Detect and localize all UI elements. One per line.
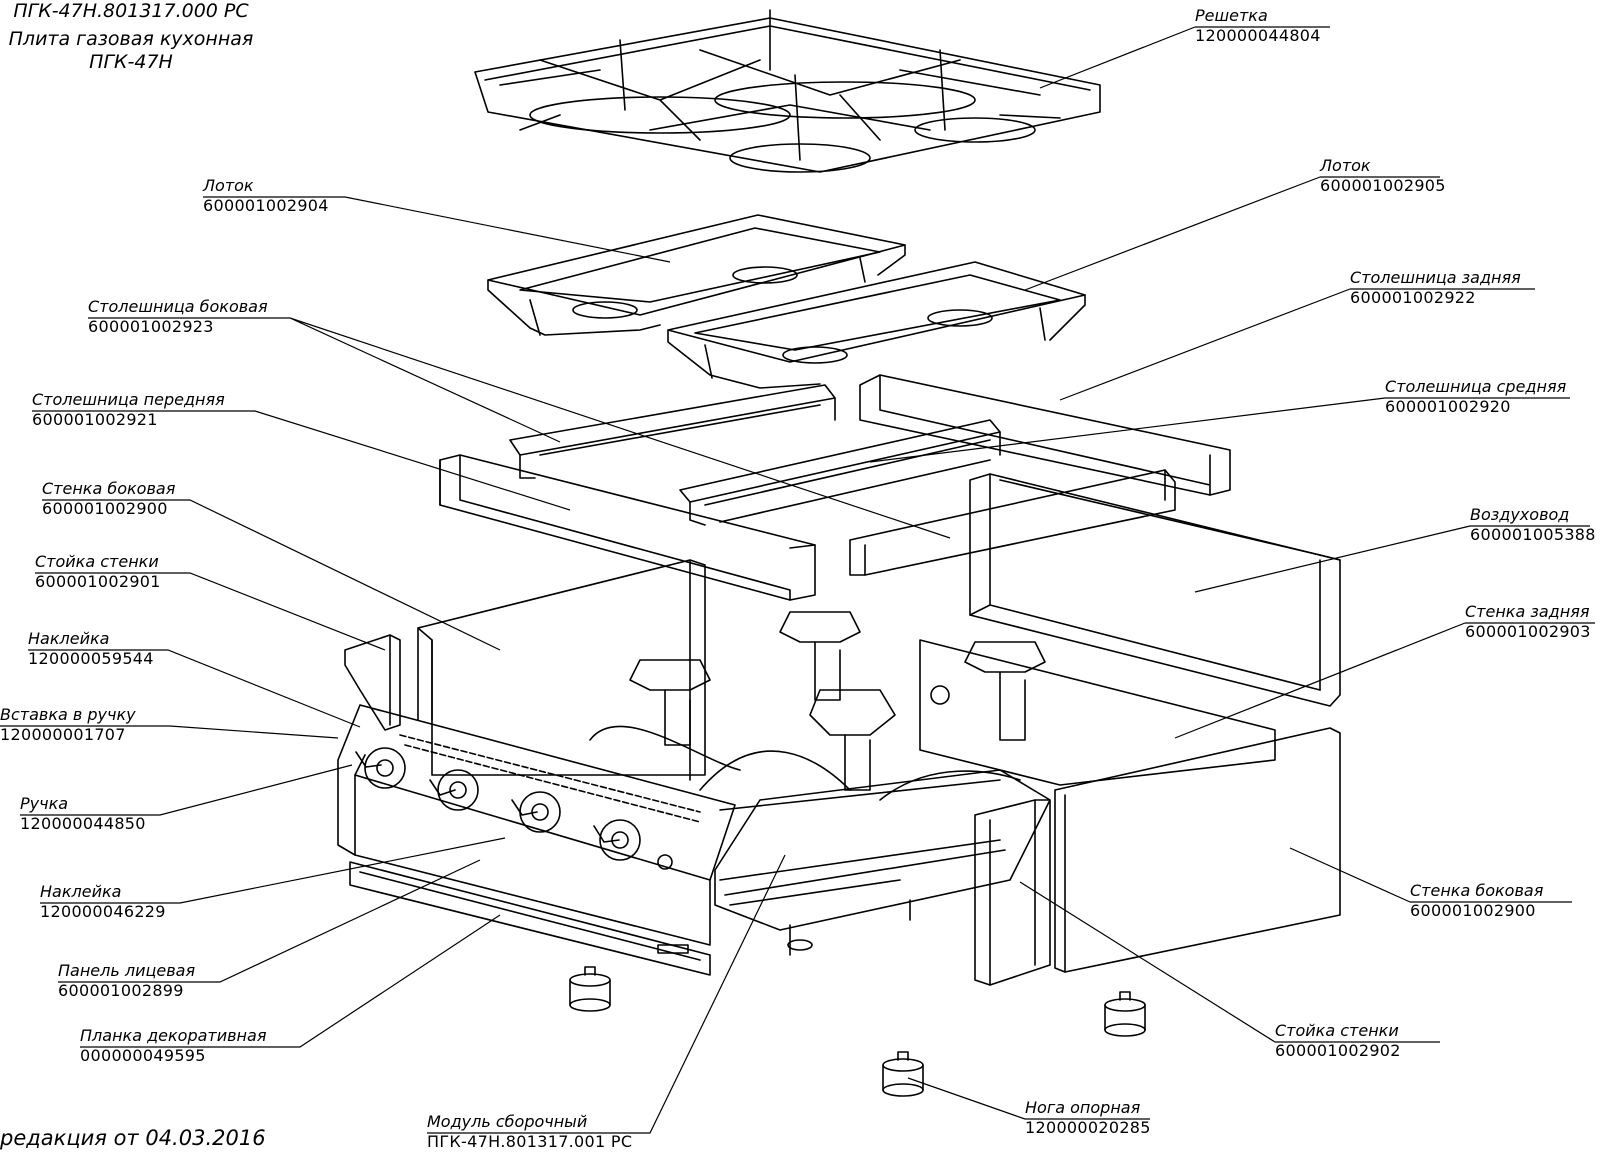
doc-code: ПГК-47Н.801317.000 РС [13, 0, 249, 22]
callout-name: Стойка стенки [1275, 1021, 1399, 1040]
callout-name: Стенка боковая [1410, 881, 1544, 900]
callout-part-number: 120000044850 [20, 814, 146, 833]
air-duct [969, 473, 1341, 707]
callout-vstavka: Вставка в ручку 120000001707 [0, 705, 136, 745]
grate-part [474, 9, 1101, 173]
callout-name: Модуль сборочный [427, 1112, 588, 1131]
callout-name: Столешница задняя [1350, 268, 1521, 287]
left-wall-post [344, 634, 401, 731]
callout-modul: Модуль сборочный ПГК-47Н.801317.001 РС [427, 1112, 632, 1152]
callout-nakleyka-2: Наклейка 120000046229 [40, 882, 166, 922]
callout-stenka-bokovaya-left: Стенка боковая 600001002900 [42, 479, 175, 519]
callout-part-number: 600001002900 [42, 499, 168, 518]
callout-part-number: 600001002923 [88, 317, 214, 336]
callout-name: Лоток [203, 176, 254, 195]
callout-part-number: 600001002904 [203, 196, 329, 215]
counter-pieces [439, 374, 1231, 601]
callout-reshetka: Решетка 120000044804 [1195, 6, 1321, 46]
callout-part-number: 600001005388 [1470, 525, 1596, 544]
callout-part-number: 600001002920 [1385, 397, 1511, 416]
callout-ruchka: Ручка 120000044850 [20, 794, 146, 834]
callout-name: Панель лицевая [58, 961, 196, 980]
callout-part-number: 600001002899 [58, 981, 184, 1000]
callout-name: Воздуховод [1470, 505, 1570, 524]
title-line-1: Плита газовая кухонная [8, 28, 254, 50]
callout-part-number: 120000059544 [28, 649, 154, 668]
callout-part-number: ПГК-47Н.801317.001 РС [427, 1132, 633, 1151]
callout-part-number: 600001002901 [35, 572, 161, 591]
revision-date: редакция от 04.03.2016 [0, 1126, 266, 1150]
assembly-module [714, 769, 1051, 956]
callout-part-number: 600001002903 [1465, 622, 1591, 641]
callout-name: Стенка задняя [1465, 602, 1590, 621]
right-side-wall [1054, 727, 1341, 973]
tray-left [487, 214, 906, 336]
right-wall-post [974, 799, 1051, 986]
callout-name: Вставка в ручку [0, 705, 136, 724]
callout-name: Наклейка [40, 882, 122, 901]
callout-stoyka-right: Стойка стенки 600001002902 [1275, 1021, 1401, 1061]
callout-part-number: 600001002921 [32, 410, 158, 429]
callout-part-number: 600001002900 [1410, 901, 1536, 920]
callout-name: Планка декоративная [80, 1026, 267, 1045]
callout-nakleyka-1: Наклейка 120000059544 [28, 629, 154, 669]
callout-panel: Панель лицевая 600001002899 [58, 961, 195, 1001]
callout-part-number: 000000049595 [80, 1046, 206, 1065]
callout-part-number: 600001002922 [1350, 288, 1476, 307]
callout-name: Решетка [1195, 6, 1268, 25]
callout-name: Столешница средняя [1385, 377, 1567, 396]
callout-part-number: 600001002905 [1320, 176, 1446, 195]
callout-stenka-zadnyaya: Стенка задняя 600001002903 [1465, 602, 1591, 642]
callout-planka: Планка декоративная 000000049595 [80, 1026, 266, 1066]
callout-part-number: 120000001707 [0, 725, 126, 744]
callout-stol-bokovaya: Столешница боковая 600001002923 [88, 297, 268, 337]
callout-name: Ручка [20, 794, 69, 813]
callout-name: Столешница передняя [32, 390, 225, 409]
left-side-wall [417, 559, 706, 781]
front-panel [337, 704, 736, 946]
callout-name: Стойка стенки [35, 552, 159, 571]
leader-lines [0, 26, 1595, 1134]
callout-part-number: 120000020285 [1025, 1118, 1151, 1137]
callout-stenka-bokovaya-right: Стенка боковая 600001002900 [1410, 881, 1543, 921]
callout-lotok-left: Лоток 600001002904 [203, 176, 329, 216]
callout-part-number: 600001002902 [1275, 1041, 1401, 1060]
callout-noga: Нога опорная 120000020285 [1025, 1098, 1151, 1138]
callout-name: Столешница боковая [88, 297, 268, 316]
callout-part-number: 120000046229 [40, 902, 166, 921]
callout-stol-perednyaya: Столешница передняя 600001002921 [32, 390, 225, 430]
callout-name: Наклейка [28, 629, 110, 648]
back-wall [919, 639, 1276, 786]
title-line-2: ПГК-47Н [89, 51, 173, 73]
feet [569, 966, 1146, 1097]
tray-right [667, 261, 1086, 389]
callout-name: Лоток [1320, 156, 1371, 175]
burners [589, 611, 1046, 801]
callout-part-number: 120000044804 [1195, 26, 1321, 45]
callout-stol-srednyaya: Столешница средняя 600001002920 [1385, 377, 1566, 417]
decorative-strip [349, 861, 711, 976]
callout-stol-zadnyaya: Столешница задняя 600001002922 [1350, 268, 1521, 308]
callout-name: Нога опорная [1025, 1098, 1141, 1117]
callout-vozduhovod: Воздуховод 600001005388 [1470, 505, 1596, 545]
callout-name: Стенка боковая [42, 479, 176, 498]
callout-lotok-right: Лоток 600001002905 [1320, 156, 1446, 196]
callout-stoyka-left: Стойка стенки 600001002901 [35, 552, 161, 592]
